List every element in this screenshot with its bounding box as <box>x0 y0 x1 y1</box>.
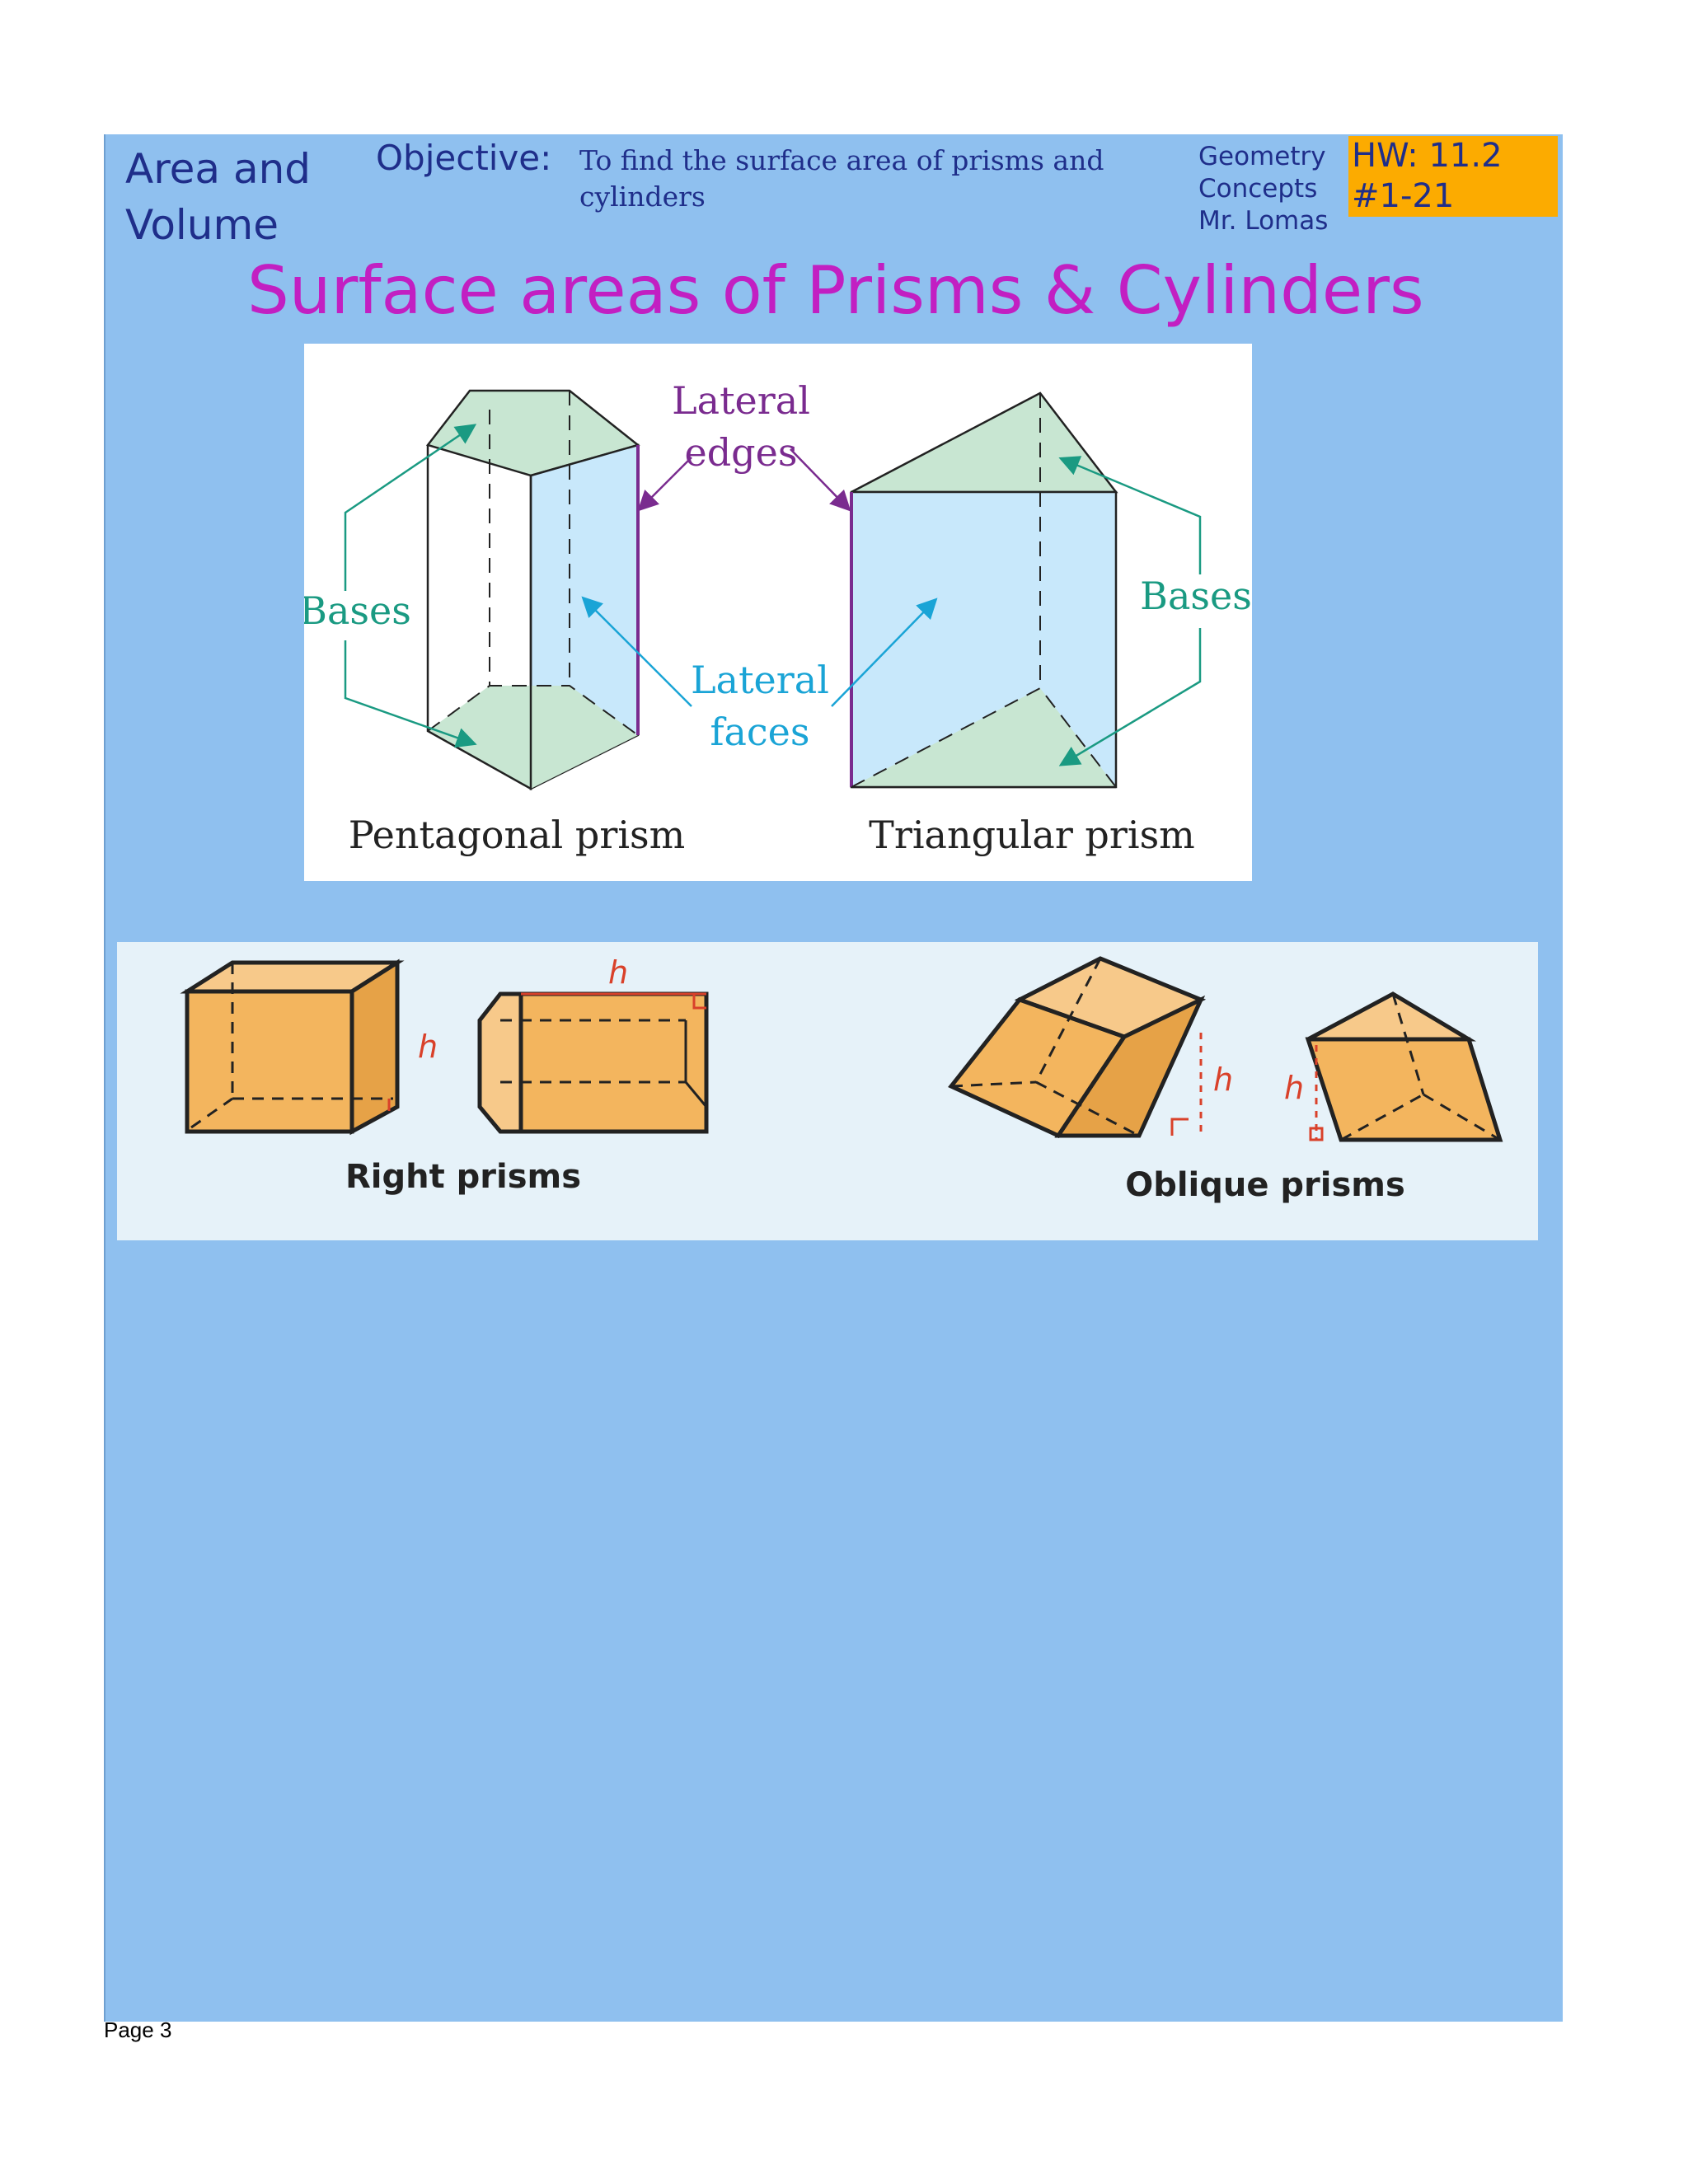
lateral-edges-arrow-left <box>637 457 692 512</box>
height-label-1: h <box>418 1029 438 1065</box>
homework-box: HW: 11.2 #1-21 <box>1348 136 1558 217</box>
bases-left-label: Bases <box>304 588 411 633</box>
topic-line-1: Area and <box>125 145 312 193</box>
topic-heading: Area and Volume <box>125 141 311 253</box>
topic-line-2: Volume <box>125 201 279 249</box>
triangular-prism <box>850 391 1118 789</box>
right-prisms-caption: Right prisms <box>345 1158 581 1196</box>
right-oblique-diagram: h h Right prisms <box>180 954 1503 1204</box>
prism-parts-diagram: Lateral edges Bases Bases Lateral faces … <box>299 378 1252 857</box>
height-label-3: h <box>1213 1062 1233 1098</box>
hw-line-1: HW: 11.2 <box>1352 137 1503 175</box>
course-line-3: Mr. Lomas <box>1198 206 1329 236</box>
pentagonal-front-edges <box>426 445 532 791</box>
pentagonal-prism <box>425 389 640 791</box>
lateral-faces-arrow-right <box>831 598 938 707</box>
bases-left-arrow-top <box>344 424 477 591</box>
course-info: Geometry Concepts Mr. Lomas <box>1198 141 1328 237</box>
objective-label: Objective: <box>376 138 552 178</box>
bases-right-label: Bases <box>1140 574 1252 618</box>
lateral-edges-arrow-right <box>790 448 851 512</box>
pentagonal-top-base <box>425 389 640 477</box>
page-number: Page 3 <box>104 2018 172 2042</box>
right-rectangular-prism <box>180 958 405 1136</box>
height-label-2: h <box>608 954 628 991</box>
triangular-bottom-base <box>851 688 1116 787</box>
height-label-4: h <box>1284 1070 1304 1106</box>
pentagonal-hidden-base-edge <box>427 685 639 736</box>
pentagonal-prism-caption: Pentagonal prism <box>349 813 686 857</box>
bases-left-arrow-bottom <box>344 640 477 748</box>
triangular-top-base <box>851 391 1118 494</box>
oblique-prisms-caption: Oblique prisms <box>1125 1166 1405 1204</box>
lateral-edges-label-2: edges <box>685 430 798 475</box>
prism-parts-figure: Lateral edges Bases Bases Lateral faces … <box>299 344 1252 881</box>
right-oblique-prisms-figure: h h Right prisms <box>117 942 1538 1240</box>
triangular-prism-caption: Triangular prism <box>869 813 1195 857</box>
course-line-2: Concepts <box>1198 174 1318 204</box>
lateral-faces-label-2: faces <box>710 710 809 754</box>
bases-right-arrow-top <box>1058 456 1202 574</box>
lateral-faces-label-1: Lateral <box>691 658 829 702</box>
page-title: Surface areas of Prisms & Cylinders <box>247 252 1424 329</box>
objective-text: To find the surface area of prisms and c… <box>579 144 1104 213</box>
hw-line-2: #1-21 <box>1352 177 1455 215</box>
oblique-parallelepiped <box>948 956 1207 1139</box>
bases-right-arrow-bottom <box>1058 628 1202 766</box>
oblique-triangular-prism <box>1305 991 1503 1142</box>
lateral-faces-arrow-left <box>581 596 692 707</box>
right-hexagonal-prism <box>477 991 709 1134</box>
worksheet-page: Area and Volume Objective: To find the s… <box>104 134 1563 2022</box>
pentagonal-bottom-base <box>428 686 638 789</box>
lateral-edges-label-1: Lateral <box>672 378 810 423</box>
course-line-1: Geometry <box>1198 142 1326 171</box>
